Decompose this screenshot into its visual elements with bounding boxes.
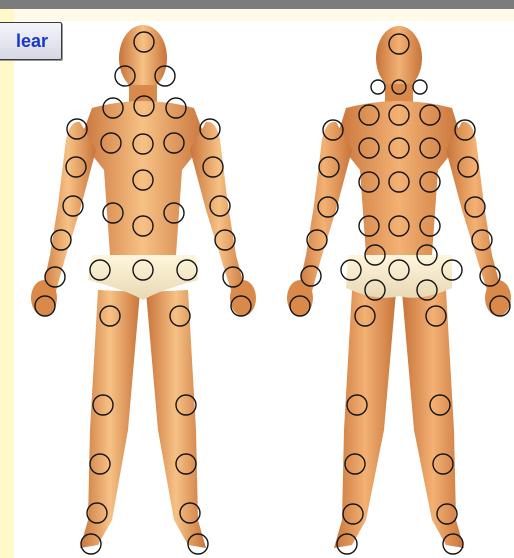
back-body-point-4[interactable]: [413, 80, 427, 94]
back-body-point-2[interactable]: [371, 80, 385, 94]
front-figure: [31, 25, 256, 548]
clear-button[interactable]: lear: [0, 22, 62, 60]
